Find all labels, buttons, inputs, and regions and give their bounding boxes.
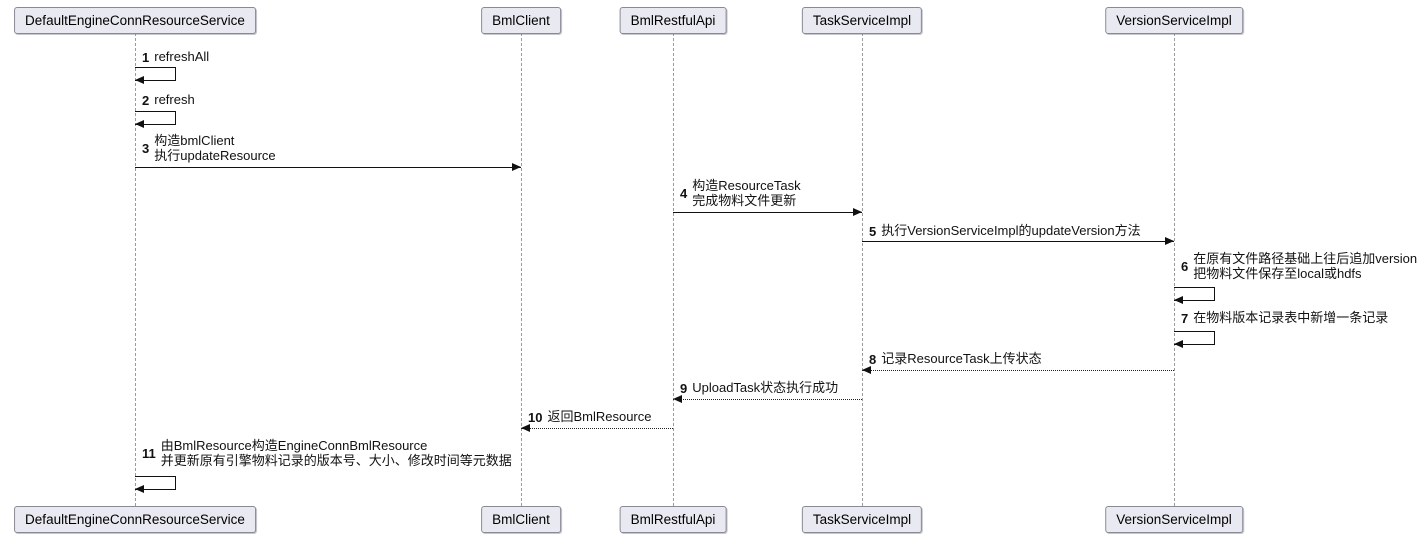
message-text-line: 构造bmlClient [154,133,235,148]
message-label-8: 8 记录ResourceTask上传状态 [869,352,1042,367]
participant-top-version-service-impl: VersionServiceImpl [1105,7,1243,34]
message-line-3 [135,167,521,168]
message-line-4 [673,212,862,213]
message-line-10 [521,428,673,429]
lifeline-task-service-impl [862,33,863,506]
self-call-loop-1 [135,67,176,81]
self-call-loop-11 [135,476,176,490]
message-line-9 [673,399,862,400]
participant-bottom-bml-client: BmlClient [481,506,561,533]
lifeline-bml-restful-api [673,33,674,506]
message-number-3: 3 [142,141,150,156]
message-text-line: 由BmlResource构造EngineConnBmlResource [160,438,428,453]
message-text-line: 执行updateResource [154,147,276,163]
message-text-line: 并更新原有引擎物料记录的版本号、大小、修改时间等元数据 [160,452,512,468]
message-text-line: 执行VersionServiceImpl的updateVersion方法 [881,223,1141,239]
message-text-line: 记录ResourceTask上传状态 [881,351,1042,367]
arrowhead-left-2 [135,120,144,128]
message-text-1: refreshAll [154,50,209,65]
message-number-7: 7 [1181,311,1189,326]
message-number-9: 9 [680,381,688,396]
message-number-4: 4 [680,186,688,201]
message-label-7: 7 在物料版本记录表中新增一条记录 [1181,311,1388,326]
message-text-line: 构造ResourceTask [692,178,801,193]
arrowhead-left-6 [1174,296,1183,304]
participant-bottom-version-service-impl: VersionServiceImpl [1105,506,1243,533]
self-call-loop-2 [135,111,176,125]
message-text-7: 在物料版本记录表中新增一条记录 [1193,311,1388,326]
message-line-8 [862,370,1174,371]
arrowhead-left-7 [1174,340,1183,348]
message-label-5: 5 执行VersionServiceImpl的updateVersion方法 [869,224,1141,239]
lifeline-default-engine-conn-resource-service [135,33,136,506]
participant-bottom-bml-restful-api: BmlRestfulApi [619,506,727,533]
participant-bottom-default-engine-conn-resource-service: DefaultEngineConnResourceService [14,506,256,533]
message-text-line: refreshAll [154,49,210,65]
message-number-10: 10 [528,410,543,425]
arrowhead-right-4 [853,208,862,216]
arrowhead-left-11 [135,485,144,493]
message-number-8: 8 [869,352,877,367]
message-number-6: 6 [1181,259,1189,274]
message-text-line: 把物料文件保存至local或hdfs [1193,265,1362,281]
self-call-loop-6 [1174,287,1215,301]
message-text-line: 在原有文件路径基础上往后追加version [1193,251,1418,266]
participant-top-default-engine-conn-resource-service: DefaultEngineConnResourceService [14,7,256,34]
message-text-line: UploadTask状态执行成功 [692,380,839,396]
arrowhead-right-3 [512,163,521,171]
message-number-1: 1 [142,50,150,65]
message-number-11: 11 [142,446,156,461]
message-number-5: 5 [869,224,877,239]
message-text-line: 完成物料文件更新 [692,192,797,208]
message-text-8: 记录ResourceTask上传状态 [881,352,1041,367]
message-text-10: 返回BmlResource [547,410,651,425]
arrowhead-left-10 [521,424,530,432]
message-label-10: 10 返回BmlResource [528,410,652,425]
message-text-line: 返回BmlResource [547,409,652,425]
message-label-9: 9 UploadTask状态执行成功 [680,381,838,396]
message-label-2: 2 refresh [142,93,195,108]
message-text-line: 在物料版本记录表中新增一条记录 [1193,310,1389,326]
message-text-5: 执行VersionServiceImpl的updateVersion方法 [881,224,1140,239]
message-line-5 [862,241,1174,242]
lifeline-bml-client [521,33,522,506]
message-text-2: refresh [154,93,194,108]
arrowhead-right-5 [1165,237,1174,245]
lifeline-version-service-impl [1174,33,1175,506]
participant-bottom-task-service-impl: TaskServiceImpl [801,506,923,533]
self-call-loop-7 [1174,331,1215,345]
message-text-9: UploadTask状态执行成功 [692,381,838,396]
participant-top-bml-client: BmlClient [481,7,561,34]
message-number-2: 2 [142,93,150,108]
message-label-1: 1 refreshAll [142,50,209,65]
participant-top-task-service-impl: TaskServiceImpl [801,7,923,34]
message-text-line: refresh [154,92,195,108]
arrowhead-left-8 [862,366,871,374]
arrowhead-left-1 [135,76,144,84]
arrowhead-left-9 [673,395,682,403]
participant-top-bml-restful-api: BmlRestfulApi [619,7,727,34]
